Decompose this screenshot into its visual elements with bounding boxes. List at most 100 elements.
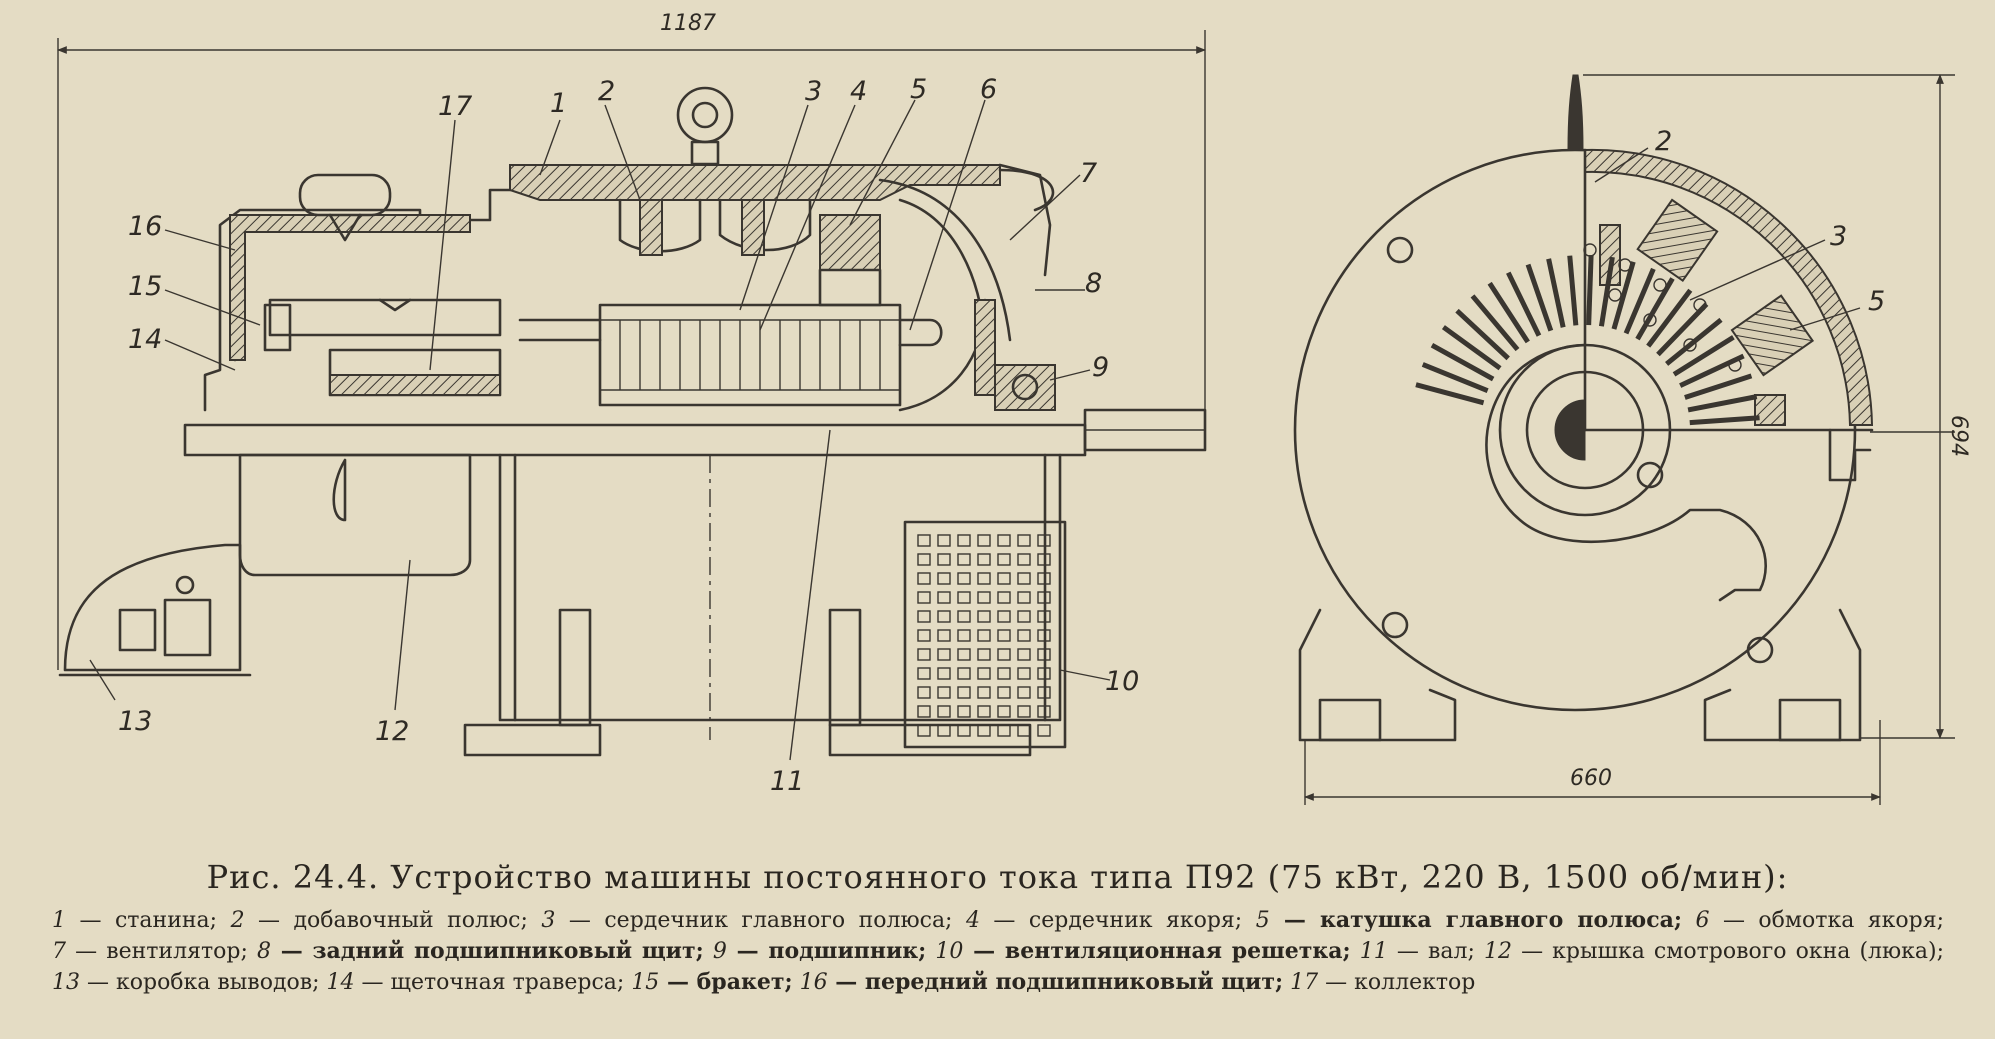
armature-slot [1441,325,1502,371]
armature-slot [1455,308,1510,361]
legend-number: 7 [52,939,66,964]
grille-slot [997,572,1011,585]
armature-slot [1646,288,1693,348]
legend-text: — добавочный полюс; [244,908,528,933]
label-16: 16 [128,211,162,242]
grille-slot [937,591,951,604]
height-value: 694 [1946,415,1971,457]
grille-slot [977,553,991,566]
legend-item: 7 — вентилятор; [52,939,248,964]
grille-slot [1017,553,1031,566]
grille-slot [1017,705,1031,718]
grille-slot [997,534,1011,547]
grille-slot [937,572,951,585]
grille-slot [957,705,971,718]
foot-left [463,723,602,757]
armature-slot [1415,382,1485,406]
grille-slot [917,553,931,566]
armature-slot [1689,415,1760,426]
legend-text: — вентиляционная решетка; [963,938,1351,964]
legend-number: 9 [712,939,727,964]
grille-slot [977,534,991,547]
grille-slot [937,610,951,623]
grille-slot [957,629,971,642]
grille-slot [997,629,1011,642]
label-3: 3 [805,76,822,107]
grille-slot [917,705,931,718]
figure-legend: 1 — станина; 2 — добавочный полюс; 3 — с… [52,905,1944,998]
leader-lines [89,99,1111,761]
core-hole [1693,298,1707,312]
grille-slot [937,705,951,718]
grille-slot [977,591,991,604]
legend-number: 8 [256,939,271,964]
legend-item: 1 — станина; [52,908,217,933]
grille-slot [1037,629,1051,642]
armature-slot [1546,258,1566,328]
legend-number: 10 [935,939,964,964]
label-10: 10 [1105,666,1139,697]
core-hole [1643,313,1657,327]
grille-slot [937,667,951,680]
grille-slot [997,667,1011,680]
grille-slot [1037,724,1051,737]
grille-slot [977,667,991,680]
legend-item: 12 — крышка смотрового окна (люка); [1484,939,1944,964]
armature-winding [518,318,943,347]
legend-number: 12 [1483,939,1512,964]
grille-slot [1037,553,1051,566]
legend-text: — катушка главного полюса; [1269,907,1682,933]
dimension-length: 1187 [57,11,1206,670]
ventilation-grille [903,520,1067,749]
core-hole [1683,338,1697,352]
armature-slot [1679,353,1745,388]
label-11: 11 [770,766,804,797]
legend-number: 3 [541,908,556,933]
core-hole [1583,243,1597,257]
legend-item: 16 — передний подшипниковый щит; [800,969,1284,995]
grille-slot [977,686,991,699]
label-13: 13 [118,706,152,737]
grille-slot [977,610,991,623]
legend-text: — крышка смотрового окна (люка); [1511,939,1945,964]
label-7: 7 [1080,158,1097,189]
legend-item: 10 — вентиляционная решетка; [935,938,1351,964]
legend-item: 11 — вал; [1360,939,1475,964]
dimension-height: 694 [1583,74,1971,739]
grille-slot [1017,534,1031,547]
technical-drawing: 1187 [57,11,1971,805]
armature-slot [1623,267,1656,335]
label-14: 14 [128,324,162,355]
legend-number: 1 [52,908,66,933]
terminal-box [58,543,252,677]
legend-text: — станина; [66,908,218,933]
grille-slot [917,648,931,661]
legend-item: 2 — добавочный полюс; [231,908,528,933]
grille-slot [1017,572,1031,585]
grille-slot [957,534,971,547]
legend-text: — коллектор [1318,970,1476,995]
armature-slot [1586,255,1594,326]
side-view-labels: 1 2 3 4 5 6 7 8 9 10 11 12 13 14 15 16 1… [118,74,1139,797]
grille-slot [917,686,931,699]
grille-slot [1037,591,1051,604]
grille-slot [917,724,931,737]
grille-slot [937,553,951,566]
legend-number: 2 [230,908,245,933]
grille-slot [1037,705,1051,718]
grille-slot [977,629,991,642]
legend-item: 17 — коллектор [1290,970,1475,995]
legend-number: 14 [326,970,355,995]
legend-number: 5 [1255,908,1270,933]
grille-slot [917,534,931,547]
grille-slot [1017,648,1031,661]
armature-slot [1487,281,1530,344]
grille-slot [957,667,971,680]
grille-slot [1037,648,1051,661]
armature-slot [1672,335,1735,377]
armature-slot [1470,294,1520,352]
armature-slot [1687,394,1758,413]
grille-slot [937,648,951,661]
label-12: 12 [375,716,409,747]
armature-slot [1611,261,1636,330]
